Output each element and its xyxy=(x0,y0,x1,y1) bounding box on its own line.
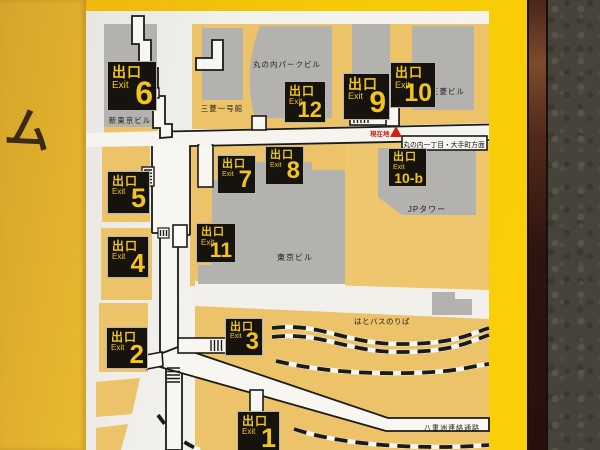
exit-label-jp: 出口 xyxy=(222,158,246,170)
exit-number: 7 xyxy=(238,166,252,193)
exit-number: 10-b xyxy=(394,170,423,186)
exit-label-jp: 出口 xyxy=(201,226,225,238)
exit-label-en: Exit xyxy=(393,164,405,171)
exit-number: 12 xyxy=(297,97,322,122)
exit-label-en: Exit xyxy=(112,80,129,91)
exit-label-jp: 出口 xyxy=(112,64,142,80)
label-yaesu-passage: 八重洲連絡通路 xyxy=(424,425,480,432)
exit-label-jp: 出口 xyxy=(393,151,417,163)
exit-label-en: Exit xyxy=(270,162,282,169)
label-shin-tokyo-building: 新東京ビル xyxy=(108,116,152,125)
exit-number: 9 xyxy=(369,86,386,119)
exit-number: 8 xyxy=(286,157,300,184)
label-mitsubishi-building: 三菱ビル xyxy=(431,87,465,96)
exit-label-en: Exit xyxy=(395,80,411,90)
label-tokyo-building: 東京ビル xyxy=(277,253,313,262)
exit-number: 4 xyxy=(130,248,145,278)
exit-label-jp: 出口 xyxy=(395,65,424,80)
exit-label-jp: 出口 xyxy=(230,321,254,333)
exit-label-en: Exit xyxy=(242,427,256,436)
exit-label-en: Exit xyxy=(348,91,364,101)
exit-label-en: Exit xyxy=(111,343,125,352)
exit-number: 11 xyxy=(209,239,232,262)
label-mitsubishi-ichigokan: 三菱一号館 xyxy=(200,104,244,113)
textured-wall xyxy=(548,0,600,450)
label-street-direction: 丸の内一丁目・大手町方面 xyxy=(403,142,485,149)
label-jp-tower: JPタワー xyxy=(407,205,447,214)
exit-label-jp: 出口 xyxy=(289,84,316,98)
exit-label-en: Exit xyxy=(222,171,234,178)
label-hatobus-boarding: はとバスのりば xyxy=(354,317,410,326)
label-marunouchi-park-building: 丸の内パークビル xyxy=(253,60,321,69)
left-yellow-panel: ム xyxy=(0,0,86,450)
exit-label-jp: 出口 xyxy=(112,174,139,188)
exit-number: 6 xyxy=(135,75,153,111)
exit-label-jp: 出口 xyxy=(242,414,269,428)
exit-number: 10 xyxy=(404,79,432,107)
exit-number: 3 xyxy=(245,328,259,355)
exit-number: 1 xyxy=(260,423,276,450)
exit-label-en: Exit xyxy=(112,252,126,261)
exit-label-en: Exit xyxy=(230,333,242,340)
exit-label-jp: 出口 xyxy=(111,330,138,344)
exit-number: 5 xyxy=(130,183,146,213)
exit-label-jp: 出口 xyxy=(348,76,378,92)
exit-label-jp: 出口 xyxy=(112,239,139,253)
exit-label-en: Exit xyxy=(112,187,126,196)
exit-label-jp: 出口 xyxy=(270,149,294,161)
exit-label-en: Exit xyxy=(289,97,303,106)
label-you-are-here: 現在地 xyxy=(370,131,390,138)
wall-frame xyxy=(527,0,548,450)
exit-number: 2 xyxy=(129,339,144,369)
exit-label-en: Exit xyxy=(201,238,215,247)
